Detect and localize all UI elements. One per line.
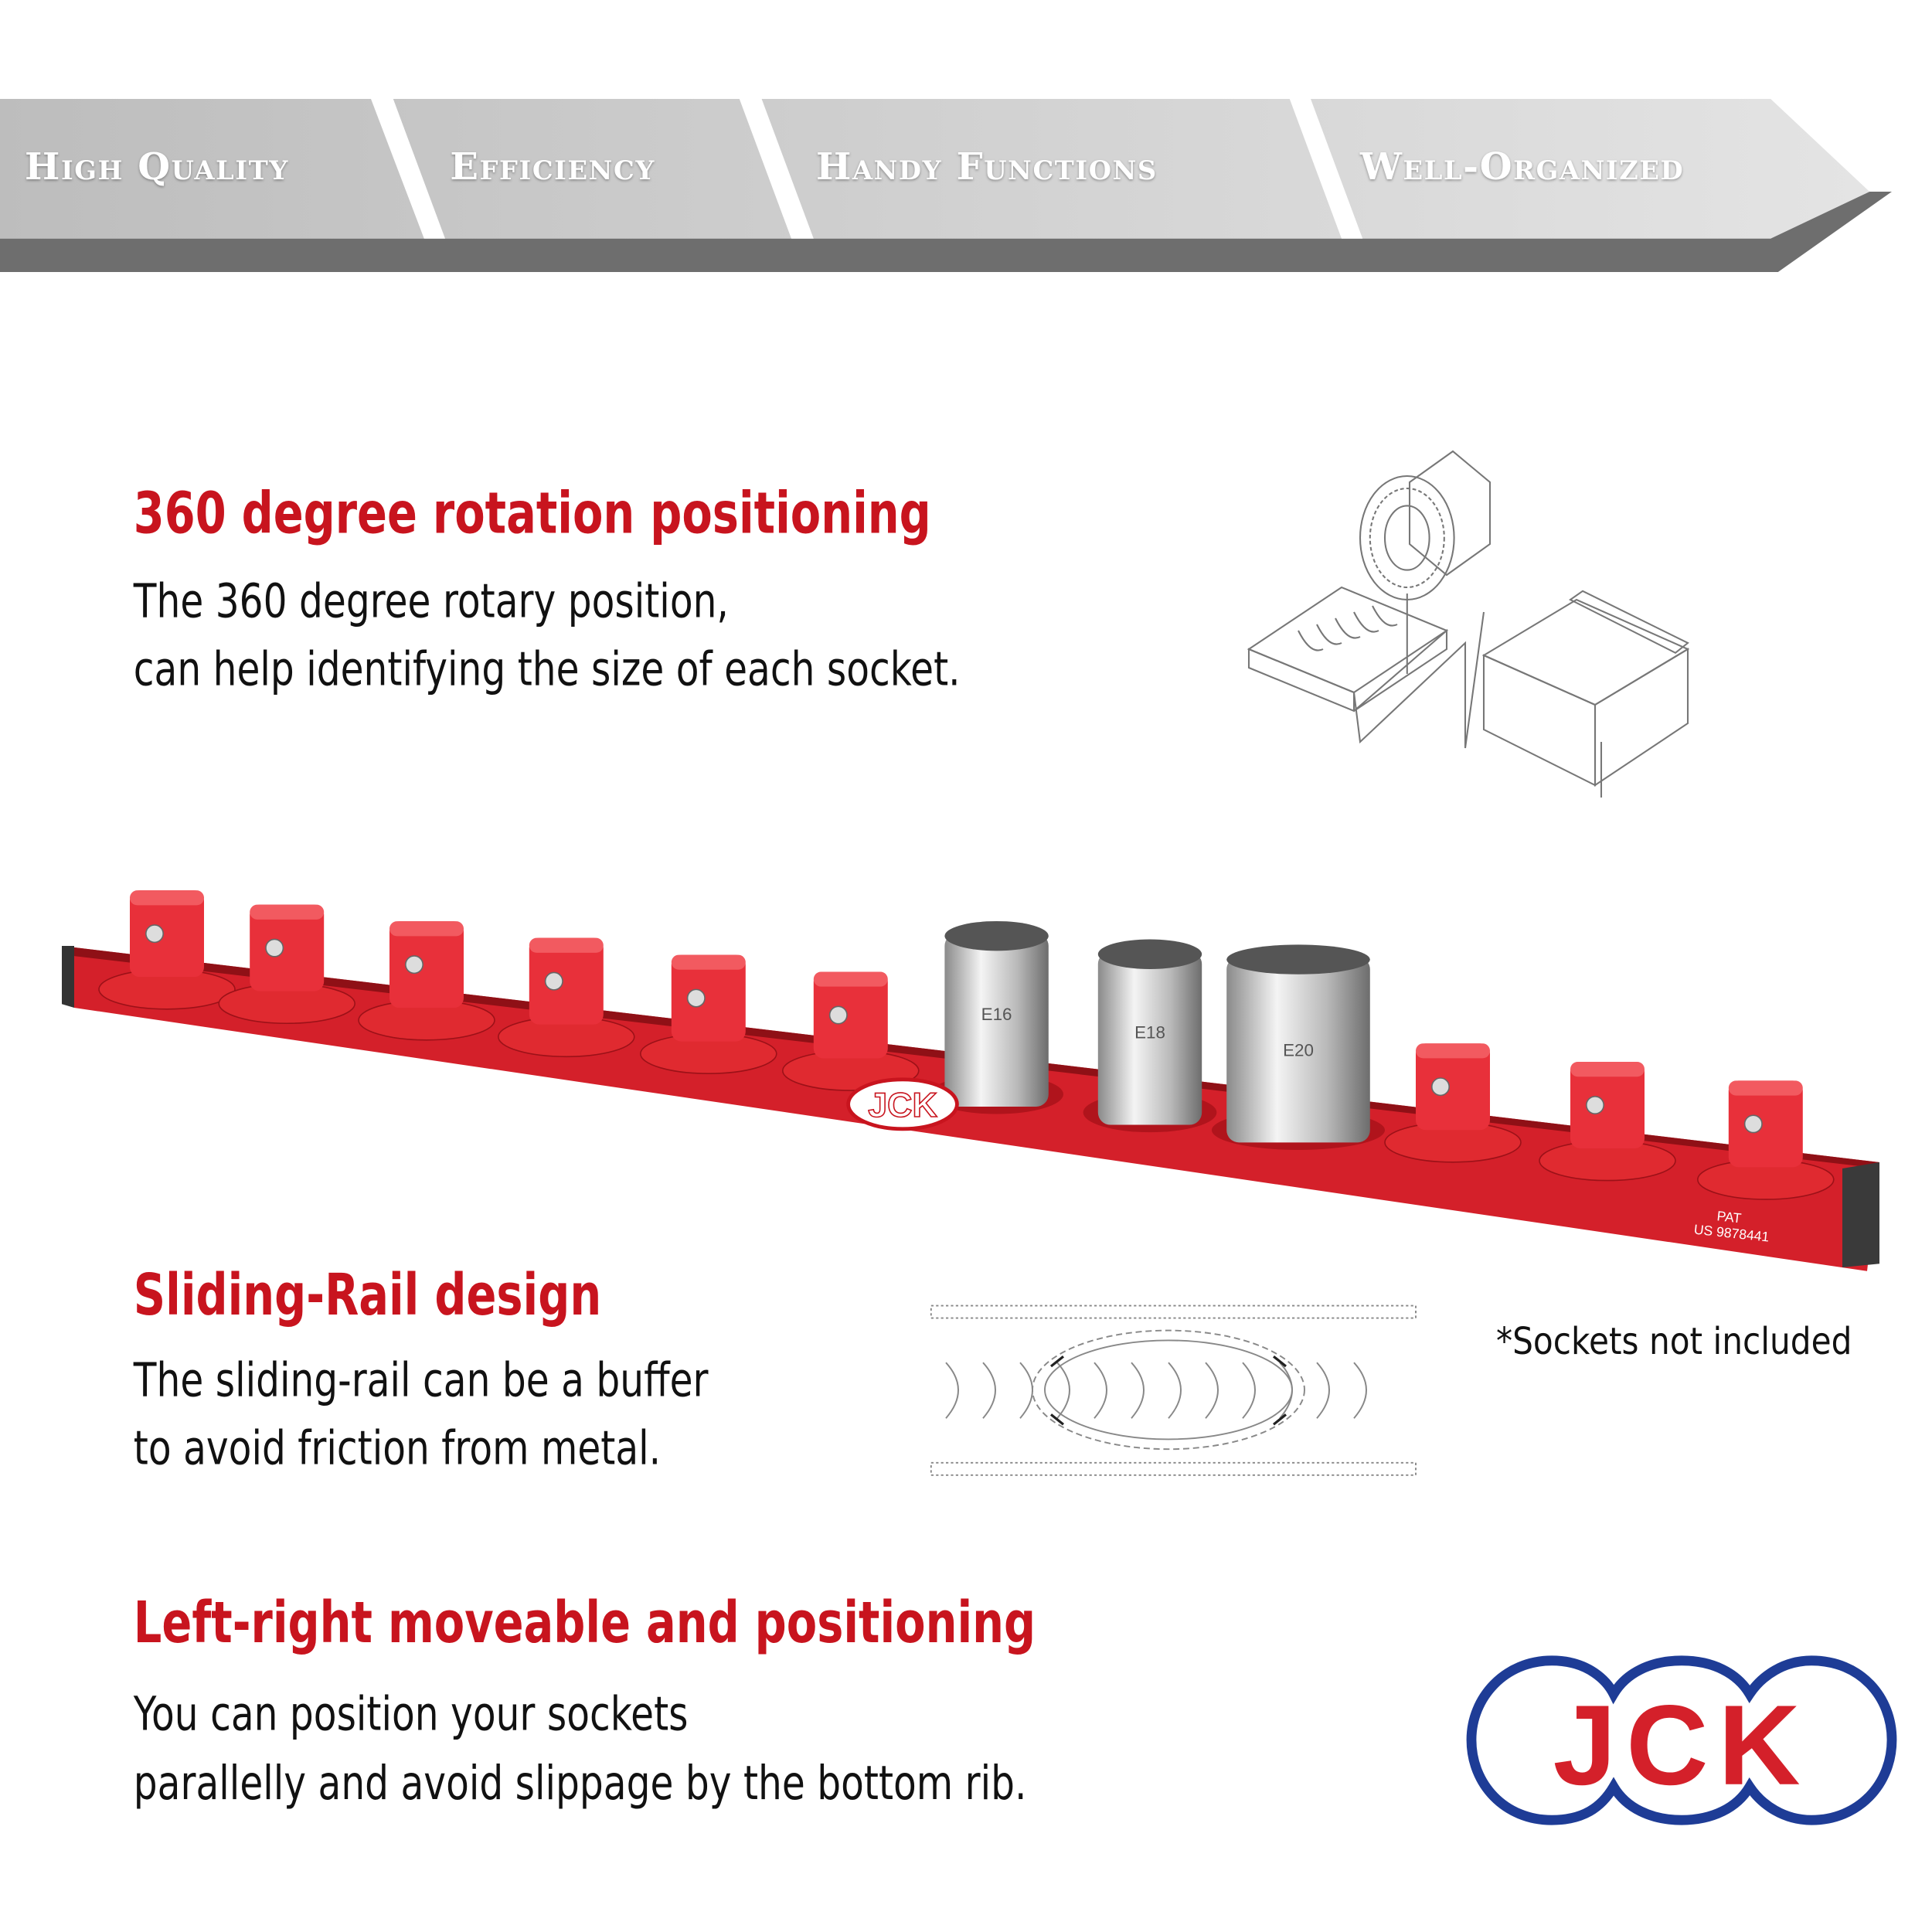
socket-size-label: E20 bbox=[1283, 1040, 1314, 1060]
socket-holder-post bbox=[250, 904, 325, 992]
sliding-rail-diagram bbox=[930, 1304, 1417, 1476]
feature-title-sliding-rail: Sliding-Rail design bbox=[133, 1261, 602, 1328]
detent-ball bbox=[145, 924, 165, 944]
socket bbox=[1226, 957, 1370, 1143]
socket-size-label: E18 bbox=[1134, 1023, 1165, 1043]
socket bbox=[1097, 951, 1202, 1125]
detent-ball bbox=[686, 988, 706, 1008]
jck-brand-logo: JCK bbox=[1466, 1655, 1897, 1825]
banner-item-handy-functions: Handy Functions bbox=[816, 145, 1158, 189]
detent-ball bbox=[1743, 1114, 1763, 1134]
feature-title-rotation: 360 degree rotation positioning bbox=[133, 479, 931, 547]
socket-holder-post bbox=[529, 937, 604, 1025]
banner-item-efficiency: Efficiency bbox=[450, 145, 655, 189]
detent-ball bbox=[828, 1005, 848, 1025]
socket-size-label: E16 bbox=[981, 1005, 1012, 1024]
rotation-diagram bbox=[1247, 450, 1690, 798]
socket-opening bbox=[1097, 939, 1202, 969]
detent-ball bbox=[544, 971, 563, 991]
socket-holder-post bbox=[130, 890, 204, 978]
socket-holder-post bbox=[671, 954, 746, 1042]
socket-holder-post bbox=[389, 921, 464, 1009]
socket bbox=[944, 933, 1049, 1107]
banner-item-high-quality: High Quality bbox=[25, 145, 289, 189]
rail-logo-badge bbox=[846, 1077, 959, 1131]
feature-text-sliding-1: The sliding-rail can be a buffer bbox=[133, 1352, 709, 1407]
feature-banner bbox=[0, 99, 1892, 272]
feature-text-sliding-2: to avoid friction from metal. bbox=[133, 1420, 662, 1475]
sockets-not-included-note: *Sockets not included bbox=[1496, 1320, 1852, 1364]
detent-ball bbox=[1586, 1096, 1605, 1115]
rail-logo-text: JCK bbox=[868, 1086, 937, 1124]
feature-text-moveable-2: parallelly and avoid slippage by the bot… bbox=[133, 1756, 1027, 1811]
socket-holder-post bbox=[1570, 1062, 1645, 1148]
socket-opening bbox=[944, 920, 1049, 951]
socket-holder-post bbox=[1416, 1043, 1490, 1131]
patent-label: PAT bbox=[1716, 1208, 1743, 1226]
banner-item-well-organized: Well-Organized bbox=[1360, 145, 1685, 189]
detent-ball bbox=[265, 938, 284, 957]
socket-holder-post bbox=[1728, 1080, 1803, 1168]
feature-text-rotation-2: can help identifying the size of each so… bbox=[133, 641, 961, 696]
feature-title-moveable: Left-right moveable and positioning bbox=[133, 1589, 1036, 1656]
detent-ball bbox=[1431, 1077, 1451, 1097]
detent-ball bbox=[405, 955, 424, 975]
feature-text-rotation-1: The 360 degree rotary position, bbox=[133, 573, 729, 628]
socket-opening bbox=[1226, 944, 1370, 975]
feature-text-moveable-1: You can position your sockets bbox=[133, 1686, 689, 1741]
brand-logo-text: JCK bbox=[1553, 1682, 1811, 1809]
socket-holder-post bbox=[813, 971, 888, 1059]
